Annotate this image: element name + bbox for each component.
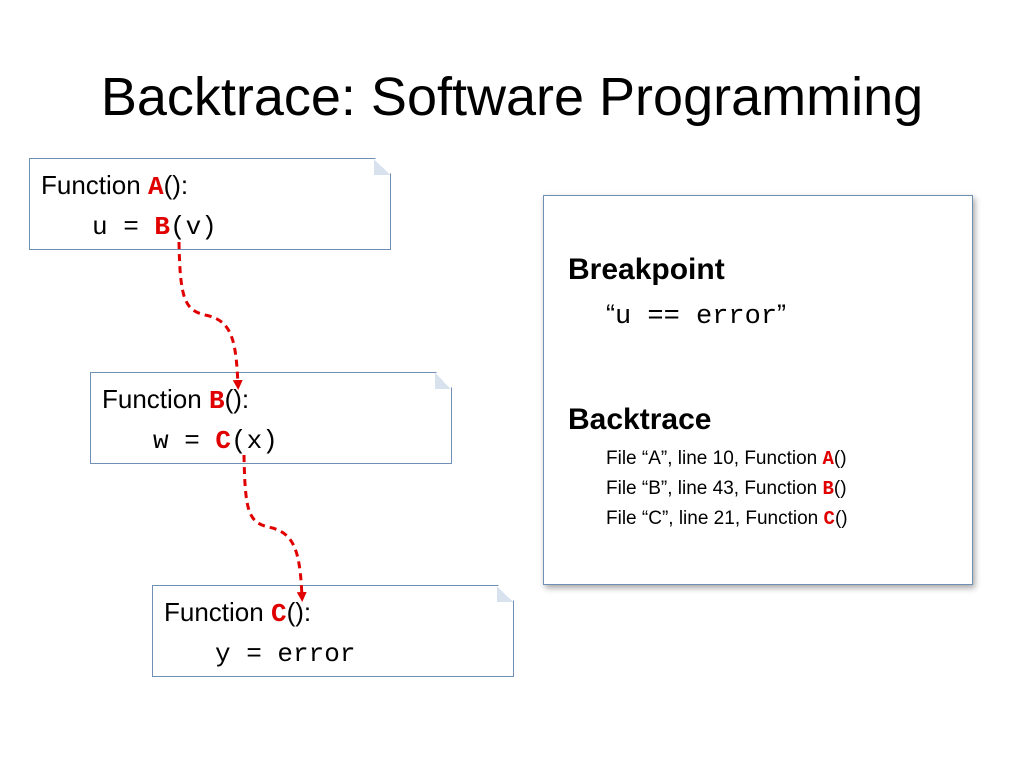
arrow-a-to-b [177, 241, 243, 390]
function-a-box: Function A(): u = B(v) [29, 158, 391, 250]
frame-text: File “B”, line 43, Function [606, 478, 823, 499]
function-c-heading: Function C(): [164, 596, 311, 630]
function-keyword: Function [102, 384, 209, 414]
frame-fn: B [822, 478, 834, 500]
backtrace-heading: Backtrace [568, 403, 712, 436]
frame-parens: () [833, 478, 847, 499]
code-args: (v) [170, 212, 217, 242]
frame-text: File “A”, line 10, Function [606, 448, 823, 469]
function-keyword: Function [164, 597, 271, 627]
function-a-code: u = B(v) [92, 211, 217, 243]
breakpoint-heading: Breakpoint [568, 253, 725, 286]
debugger-panel: Breakpoint “u == error” Backtrace File “… [543, 195, 973, 585]
breakpoint-condition: “u == error” [606, 296, 786, 335]
backtrace-frame: File “A”, line 10, Function A() [606, 444, 847, 474]
frame-fn: C [823, 508, 835, 530]
function-b-code: w = C(x) [153, 425, 278, 457]
close-quote: ” [777, 299, 787, 329]
code-args: (x) [231, 426, 278, 456]
function-a-name: A [147, 172, 164, 202]
open-quote: “ [606, 299, 615, 329]
function-c-name: C [270, 599, 287, 629]
backtrace-frame: File “B”, line 43, Function B() [606, 474, 847, 504]
backtrace-frame: File “C”, line 21, Function C() [606, 504, 848, 534]
function-keyword: Function [41, 170, 148, 200]
function-b-name: B [208, 386, 225, 416]
function-b-heading: Function B(): [102, 383, 249, 417]
code-assign: w = [153, 426, 216, 456]
function-c-code: y = error [215, 638, 355, 670]
frame-fn: A [822, 448, 834, 470]
function-c-box: Function C(): y = error [152, 585, 514, 677]
code-assign: y = error [215, 639, 356, 669]
arrow-b-to-c [242, 454, 307, 602]
function-parens: (): [163, 170, 189, 200]
frame-text: File “C”, line 21, Function [606, 508, 824, 529]
function-parens: (): [286, 597, 312, 627]
function-a-heading: Function A(): [41, 169, 188, 203]
slide-title: Backtrace: Software Programming [100, 67, 924, 127]
frame-parens: () [834, 508, 848, 529]
call-c: C [215, 426, 232, 456]
code-assign: u = [92, 212, 155, 242]
frame-parens: () [833, 448, 847, 469]
condition-text: u == error [615, 302, 778, 332]
function-b-box: Function B(): w = C(x) [90, 372, 452, 464]
call-b: B [154, 212, 171, 242]
